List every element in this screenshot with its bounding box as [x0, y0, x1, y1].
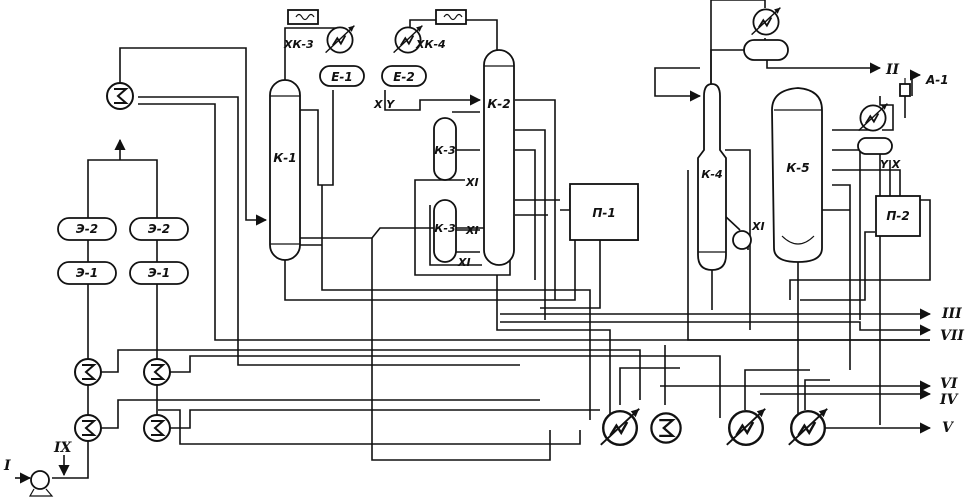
stripper-k3-top: К-3	[433, 117, 457, 181]
column-k4: К-4	[697, 83, 727, 271]
furnace-p1: П-1	[569, 183, 639, 241]
stream-label-iii: III	[941, 306, 962, 322]
heat-exchanger-icon	[74, 414, 102, 442]
electrodehydrator-e2-left: Э-2	[57, 217, 117, 241]
electrodehydrator-e1-right: Э-1	[129, 261, 189, 285]
label-p2: П-2	[886, 209, 909, 223]
receiver-e2: Е-2	[381, 65, 427, 87]
stream-label-v: V	[942, 420, 955, 436]
product-heat-exchanger-icon	[650, 412, 682, 444]
product-cooler-icon	[599, 407, 641, 446]
feed-pump	[28, 470, 54, 497]
label-e2-left: Э-2	[76, 222, 98, 236]
product-cooler-icon	[787, 407, 829, 446]
air-cooler-left	[287, 9, 319, 25]
label-a1: А-1	[925, 73, 949, 87]
label-hk3: ХК-3	[283, 38, 314, 51]
k5-reflux-drum	[857, 137, 893, 155]
heat-exchanger-icon	[74, 358, 102, 386]
stripper-k3-bottom: К-3	[433, 199, 457, 263]
piping	[15, 0, 932, 484]
furnace-p2: П-2	[875, 195, 921, 237]
overhead-cooler-icon	[750, 6, 782, 36]
label-k5: К-5	[786, 161, 809, 175]
label-p1: П-1	[592, 206, 615, 220]
electrodehydrator-e1-left: Э-1	[57, 261, 117, 285]
reboiler-k4	[732, 230, 752, 250]
stream-label-iv: IV	[939, 392, 960, 408]
heat-exchanger-icon	[143, 414, 171, 442]
product-cooler-icon	[725, 407, 767, 446]
label-y-x: Y Х	[880, 158, 901, 171]
stream-label-i: I	[3, 458, 11, 474]
label-xi-4: XI	[751, 220, 765, 233]
column-k1: К-1	[269, 79, 301, 261]
label-k1: К-1	[273, 151, 296, 165]
air-cooler-right	[435, 9, 467, 25]
k5-overhead-cooler-icon	[857, 102, 889, 132]
label-e1: Е-1	[331, 70, 353, 84]
overhead-receiver	[743, 39, 789, 61]
heat-exchanger-icon	[143, 358, 171, 386]
stream-label-vii: VII	[940, 328, 964, 344]
column-k5: К-5	[771, 87, 823, 263]
label-x-y: Х Y	[373, 98, 395, 111]
label-e2: Е-2	[393, 70, 415, 84]
label-xi-2: XI	[465, 224, 479, 237]
column-k2: К-2	[483, 49, 515, 266]
electrodehydrator-e2-right: Э-2	[129, 217, 189, 241]
label-xi-1: XI	[465, 176, 479, 189]
cooler-hk3-icon	[324, 24, 356, 54]
label-e1-left: Э-1	[76, 266, 98, 280]
stream-label-vi: VI	[940, 376, 958, 392]
label-k2: К-2	[487, 97, 510, 111]
heat-exchanger-icon	[106, 82, 134, 110]
label-k3-bottom: К-3	[434, 222, 456, 235]
label-k3-top: К-3	[434, 144, 456, 157]
receiver-e1: Е-1	[319, 65, 365, 87]
label-xi-3: XI	[457, 256, 471, 269]
stream-label-ix: IX	[53, 440, 73, 456]
label-hk4: ХК-4	[415, 38, 446, 51]
stream-label-ii: II	[885, 62, 900, 78]
label-e2-right: Э-2	[148, 222, 170, 236]
label-e1-right: Э-1	[148, 266, 170, 280]
valve-a1	[899, 78, 911, 97]
label-k4: К-4	[701, 168, 722, 181]
